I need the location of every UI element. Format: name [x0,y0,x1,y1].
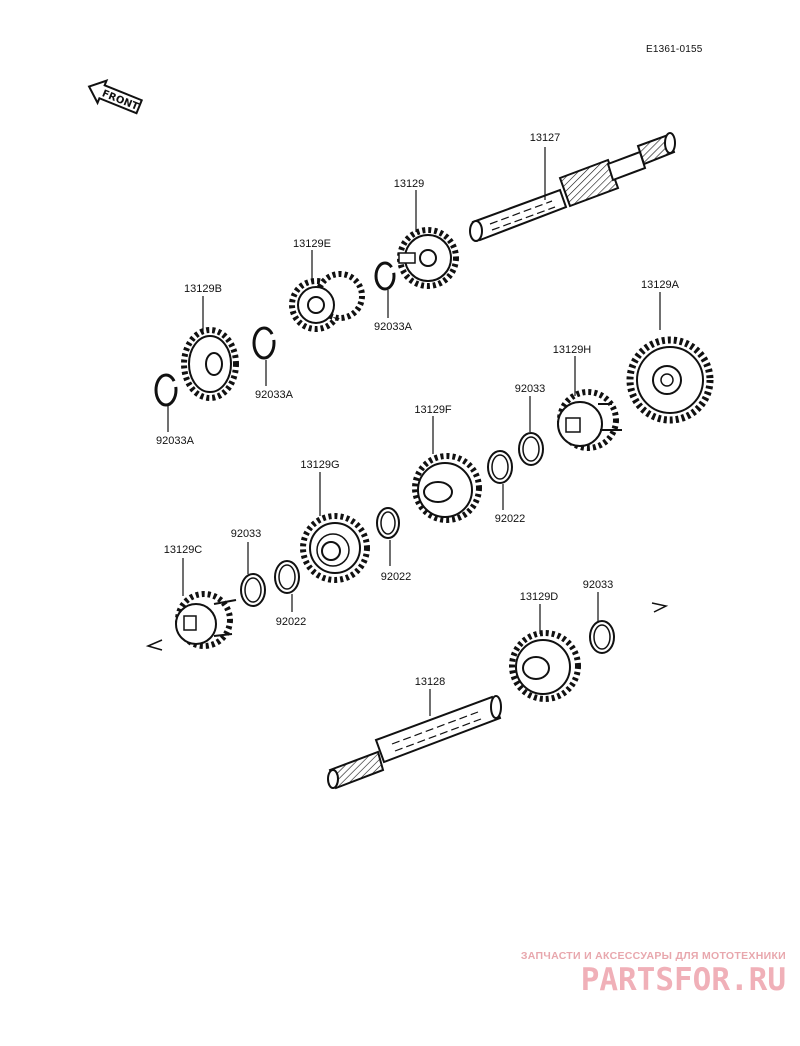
part-label-13129H: 13129H [553,344,592,356]
washer-92033-right [518,432,544,466]
part-label-13128: 13128 [415,676,446,688]
part-label-13129E: 13129E [293,238,331,250]
part-label-92033A-upper: 92033A [374,321,413,333]
washer-92022-middle [376,507,400,539]
part-label-13129F: 13129F [414,404,452,416]
alignment-arrow-icon [145,639,163,651]
washer-92033-bottom [589,620,615,654]
part-label-92022-middle: 92022 [381,571,412,583]
gear-13129B [181,327,239,401]
part-label-13129: 13129 [394,178,425,190]
alignment-arrow-icon [651,602,669,613]
snap-ring-92033A-upper [374,261,396,291]
leader-lines [167,147,661,716]
gear-13129D [509,630,581,702]
gear-13129F [412,453,482,523]
gear-13129 [397,227,459,289]
snap-ring-92033A-middle [252,326,276,360]
part-label-13127: 13127 [530,132,561,144]
document-code: E1361-0155 [646,44,703,55]
part-label-13129B: 13129B [184,283,222,295]
part-label-13129G: 13129G [300,459,339,471]
snap-ring-92033A-lower [154,373,178,407]
part-label-92033-right: 92033 [515,383,546,395]
watermark-logo: PARTSFOR.RU [580,962,786,998]
gear-13129H [557,389,622,451]
part-label-92033A-middle: 92033A [255,389,294,401]
part-label-13129C: 13129C [164,544,203,556]
shaft-13128 [327,695,502,790]
front-arrow-icon: FRONT [87,78,144,115]
washer-92022-left [274,560,300,594]
gear-13129G [300,513,370,583]
part-label-13129D: 13129D [520,591,559,603]
part-label-92033A-lower: 92033A [156,435,195,447]
washer-92022-right [487,450,513,484]
part-label-92022-left: 92022 [276,616,307,628]
part-label-92022-right: 92022 [495,513,526,525]
gear-13129C [175,591,237,649]
part-label-92033-bottom: 92033 [583,579,614,591]
shaft-13127 [469,132,676,242]
watermark-tagline: ЗАПЧАСТИ И АКСЕССУАРЫ ДЛЯ МОТОТЕХНИКИ [520,950,786,962]
washer-92033-left [240,573,266,607]
gear-13129E [289,271,365,332]
part-label-92033-left: 92033 [231,528,262,540]
gear-13129A [626,336,714,424]
part-label-13129A: 13129A [641,279,680,291]
